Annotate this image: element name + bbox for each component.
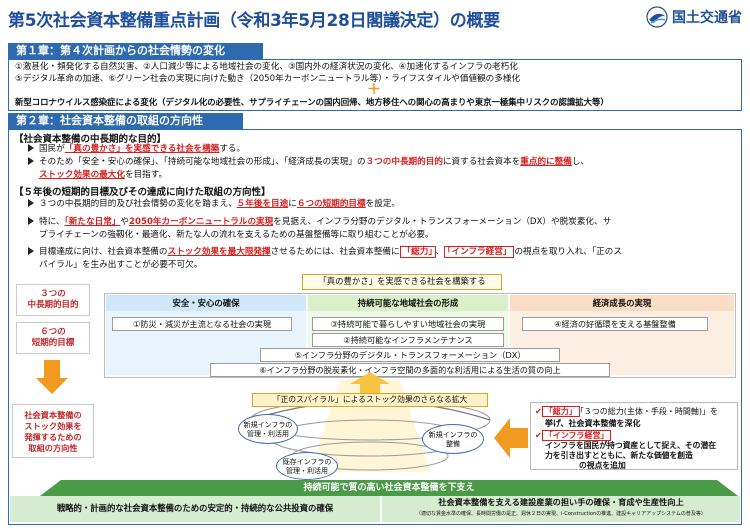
goal-6: ⑥インフラ分野の脱炭素化・インフラ空間の多面的な利活用による生活の質の向上 xyxy=(210,363,610,377)
bullet-icon xyxy=(28,144,34,152)
support-banner: 持続可能で質の高い社会資本整備を下支え xyxy=(40,480,738,496)
down-arrow-icon xyxy=(36,360,68,394)
chapter1-box: ①激甚化・頻発化する自然災害、②人口減少等による地域社会の変化、③国内外の経済状… xyxy=(8,59,742,111)
bullet-icon xyxy=(28,157,34,165)
goal-5: ⑤インフラ分野のデジタル・トランスフォーメーション（DX） xyxy=(260,348,560,362)
new-infra-management: 新規インフラの管理・利活用 xyxy=(238,414,298,444)
short-term-heading: 【５年後の短期的目標及びその達成に向けた取組の方向性】 xyxy=(14,187,271,198)
chapter1-line1: ①激甚化・頻発化する自然災害、②人口減少等による地域社会の変化、③国内外の経済状… xyxy=(15,62,518,72)
existing-infra-management: 既存インフラの管理・利活用 xyxy=(276,452,338,480)
short-term-bullet-3: 目標達成に向け、社会資本整備のストック効果を最大限発揮させるためには、社会資本整… xyxy=(28,246,622,259)
bullet-icon xyxy=(28,199,34,207)
long-term-bullet-1: 国民が「真の豊かさ」を実感できる社会を構築する。 xyxy=(28,143,245,156)
page-title: 第5次社会資本整備重点計画（令和3年5月28日閣議決定）の概要 xyxy=(8,11,500,31)
long-term-bullet-2: そのため「安全・安心の確保」、「持続可能な地域社会の形成」、「経済成長の実現」の… xyxy=(28,156,589,169)
short-term-bullet-2: 特に、「新たな日常」や2050年カーボンニュートラルの実現を見据え、インフラ分野… xyxy=(28,216,611,229)
stock-effect-label: 社会資本整備の ストック効果を 発揮するための 取組の方向性 xyxy=(12,404,94,458)
bullet-icon xyxy=(28,217,34,225)
public-investment: 戦略的・計画的な社会資本整備のための安定的・持続的な公共投資の確保 xyxy=(10,496,380,522)
bullet-icon xyxy=(28,247,34,255)
plus-icon: ＋ xyxy=(367,82,381,98)
short-term-label: ６つの短期的目標 xyxy=(16,322,90,354)
mid-term-label: ３つの中長期的目的 xyxy=(16,284,90,316)
short-term-bullet-1: ３つの中長期的目的及び社会情勢の変化を踏まえ、５年後を目途に６つの短期的目標を設… xyxy=(28,198,400,211)
new-infra-development: 新規インフラの整備 xyxy=(422,424,484,454)
chapter2-heading: 第２章：社会資本整備の取組の方向性 xyxy=(8,113,243,129)
covid-change: 新型コロナウイルス感染症による変化（デジタル化の必要性、サプライチェーンの国内回… xyxy=(15,97,609,107)
goal-4: ④経済の好循環を支える基盤整備 xyxy=(522,317,708,331)
construction-workforce: 社会資本整備を支える建設産業の担い手の確保・育成や生産性向上 （適切な賃金水準の… xyxy=(382,496,740,522)
mlit-logo-icon xyxy=(646,6,668,28)
column-community: 持続可能な地域社会の形成 xyxy=(308,295,508,311)
chapter1-line2: ⑤デジタル革命の加速、⑥グリーン社会の実現に向けた動き（2050年カーボンニュー… xyxy=(15,74,521,84)
long-term-heading: 【社会資本整備の中長期的な目的】 xyxy=(14,134,167,145)
org-logo: 国土交通省 xyxy=(646,4,742,30)
left-arrow-icon xyxy=(494,418,528,458)
column-economy: 経済成長の実現 xyxy=(510,295,734,311)
goal-3: ③持続可能で暮らしやすい地域社会の実現 xyxy=(312,317,504,331)
approach-box: ✔「総力」「３つの総力(主体・手段・時間軸)」を 挙げ、社会資本整備を深化 ✔「… xyxy=(530,402,738,470)
true-wealth-banner: 「真の豊かさ」を実感できる社会を構築する xyxy=(302,274,502,290)
spiral-title: 「正のスパイラル」によるストック効果のさらなる拡大 xyxy=(252,393,488,407)
goal-2: ②持続可能なインフラメンテナンス xyxy=(312,333,504,347)
infra-management-term: 「インフラ経営」 xyxy=(541,430,612,441)
org-name: 国土交通省 xyxy=(672,10,742,26)
goal-1: ①防災・減災が主流となる社会の実現 xyxy=(112,317,292,331)
column-safety: 安全・安心の確保 xyxy=(106,295,306,311)
long-term-bullet-2-cont: ストック効果の最大化を目指す。 xyxy=(39,170,168,180)
chapter1-heading: 第１章：第４次計画からの社会情勢の変化 xyxy=(8,43,263,59)
short-term-bullet-3-cont: パイラル」を生み出すことが必要不可欠。 xyxy=(39,260,203,270)
short-term-bullet-2-cont: プライチェーンの強靱化・最適化、新たな人の流れを支えるための基盤整備等に取り組む… xyxy=(39,230,434,240)
total-power-term: 「総力」 xyxy=(541,406,580,417)
